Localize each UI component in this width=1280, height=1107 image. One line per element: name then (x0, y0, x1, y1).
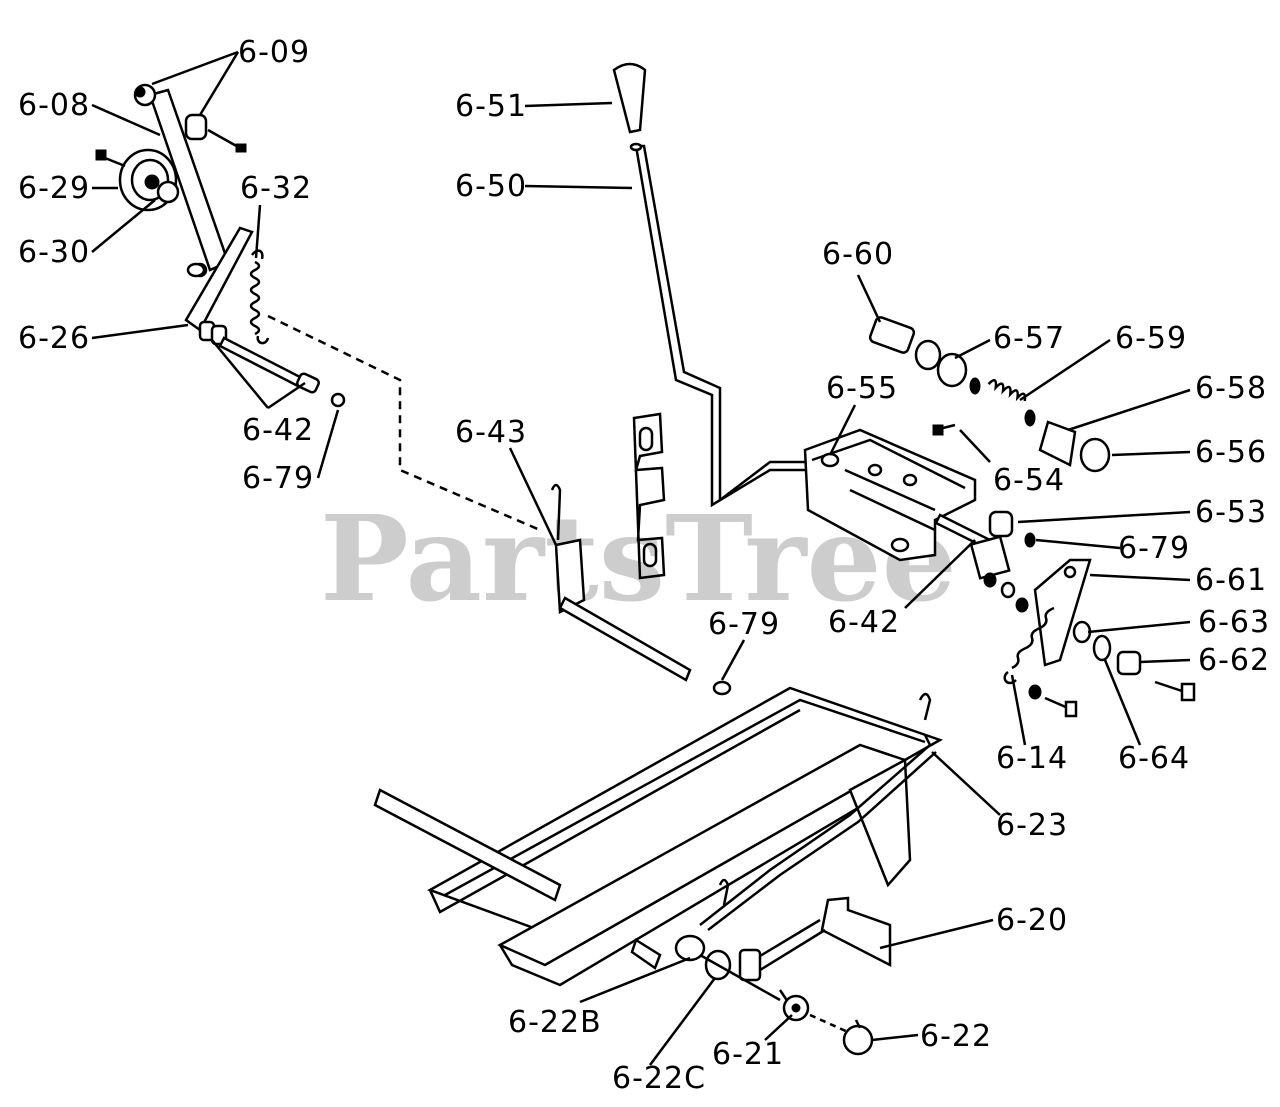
label-6-79-left: 6-79 (242, 461, 314, 496)
label-6-54: 6-54 (993, 463, 1065, 498)
label-6-23: 6-23 (996, 808, 1068, 843)
tension-spring (249, 260, 261, 336)
spacer (184, 113, 208, 141)
part-labels: 6-09 6-08 6-29 6-30 6-32 6-26 6-42 6-79 … (18, 35, 1270, 1096)
label-6-22b: 6-22B (508, 1005, 602, 1040)
label-6-50: 6-50 (455, 169, 527, 204)
label-6-22: 6-22 (920, 1019, 992, 1054)
label-6-63: 6-63 (1198, 605, 1270, 640)
lever-bracket (632, 412, 666, 580)
control-bracket-assembly (803, 316, 1196, 718)
label-6-09: 6-09 (238, 35, 310, 70)
label-6-61: 6-61 (1195, 563, 1267, 598)
pivot-plate (554, 538, 586, 614)
label-6-57: 6-57 (993, 321, 1065, 356)
label-6-42-right: 6-42 (828, 605, 900, 640)
label-6-32: 6-32 (240, 171, 312, 206)
pedal (820, 896, 892, 968)
pivot-bracket (184, 226, 254, 332)
label-6-79-right: 6-79 (1118, 531, 1190, 566)
bushing-22b (674, 934, 706, 962)
label-6-51: 6-51 (455, 89, 527, 124)
compression-spring (987, 379, 1027, 402)
label-6-30: 6-30 (18, 235, 90, 270)
label-6-56: 6-56 (1195, 435, 1267, 470)
hex-nut (914, 339, 942, 371)
label-6-79-center: 6-79 (708, 607, 780, 642)
label-6-64: 6-64 (1118, 741, 1190, 776)
lever-knob (612, 62, 647, 134)
return-spring (1011, 606, 1055, 670)
label-6-21: 6-21 (712, 1037, 784, 1072)
frame-assembly (373, 686, 944, 1056)
label-6-26: 6-26 (18, 321, 90, 356)
bushing (1038, 420, 1077, 467)
label-6-53: 6-53 (1195, 495, 1267, 530)
label-6-62: 6-62 (1198, 643, 1270, 678)
pivot-shaft (218, 336, 304, 388)
nut (1079, 437, 1111, 473)
axle-rod (373, 788, 562, 902)
label-6-42-left: 6-42 (242, 413, 314, 448)
label-6-58: 6-58 (1195, 371, 1267, 406)
frame-channel (427, 686, 944, 947)
label-6-22c: 6-22C (612, 1061, 706, 1096)
label-6-20: 6-20 (996, 903, 1068, 938)
leader-lines (91, 50, 1191, 1066)
pivot-rod (558, 596, 692, 682)
label-6-43: 6-43 (455, 415, 527, 450)
label-6-55: 6-55 (826, 371, 898, 406)
label-6-29: 6-29 (18, 171, 90, 206)
adjusting-screw (868, 316, 916, 354)
label-6-08: 6-08 (18, 88, 90, 123)
idler-arm-assembly (95, 83, 541, 532)
cam-plate (1033, 558, 1092, 667)
shift-lever-assembly (550, 62, 805, 696)
label-6-14: 6-14 (996, 741, 1068, 776)
washer (936, 352, 968, 388)
label-6-60: 6-60 (822, 237, 894, 272)
collar-22 (842, 1024, 874, 1056)
label-6-59: 6-59 (1115, 321, 1187, 356)
